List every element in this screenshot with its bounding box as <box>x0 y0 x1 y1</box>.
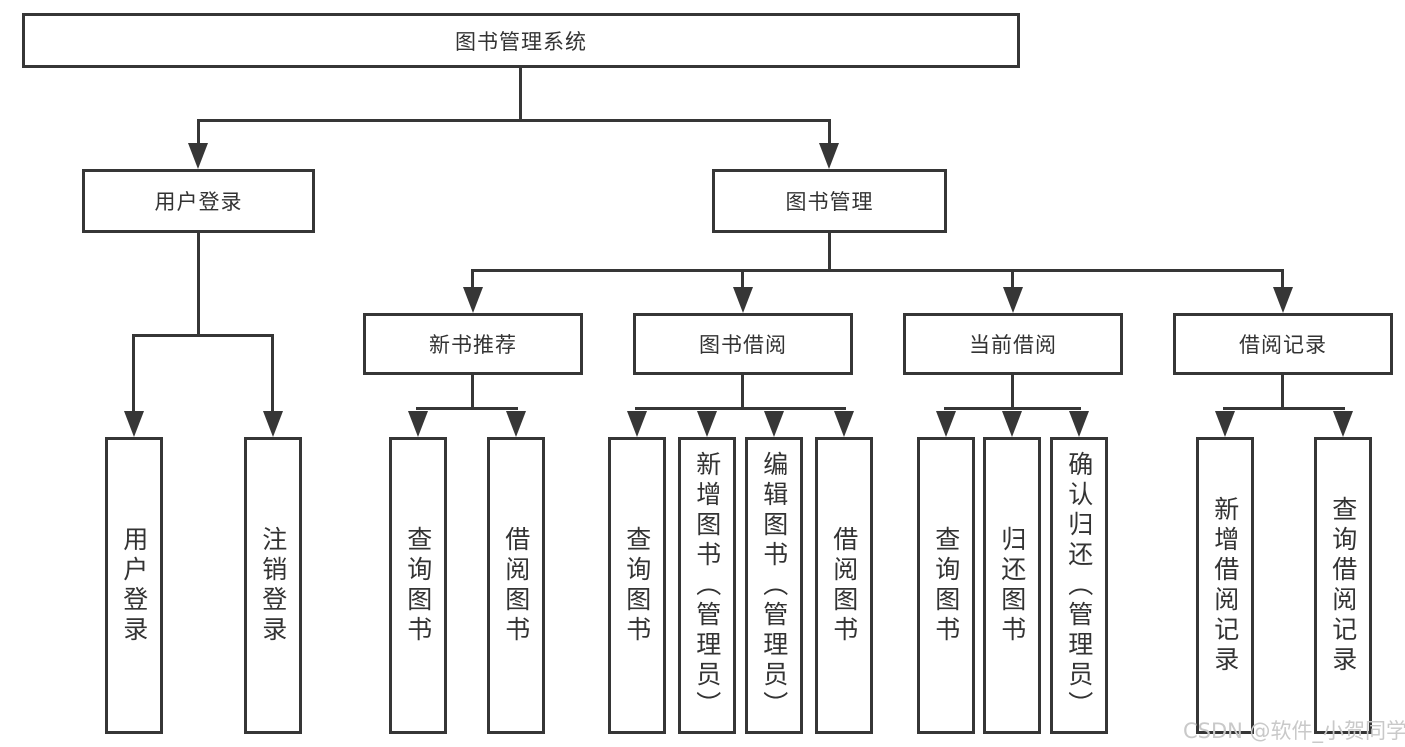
arrowhead-leaf-query-books-2 <box>627 411 647 437</box>
leaf-add-borrow-record-label: 新增借阅记录 <box>1210 495 1240 676</box>
connector-current-borrowing-horizontal <box>944 407 1081 410</box>
arrowhead-leaf-user-login <box>124 411 144 437</box>
arrowhead-book-management <box>819 143 839 169</box>
leaf-add-book-admin-label: 新增图书（管理员） <box>692 450 722 721</box>
arrowhead-user-login <box>188 143 208 169</box>
connector-drop-leaf-user-login <box>132 337 135 412</box>
node-current-borrowing: 当前借阅 <box>903 313 1123 375</box>
leaf-user-login: 用户登录 <box>105 437 163 734</box>
leaf-query-borrow-record-label: 查询借阅记录 <box>1328 495 1358 676</box>
leaf-logout-label: 注销登录 <box>258 525 288 646</box>
node-book-management: 图书管理 <box>712 169 947 233</box>
leaf-borrow-books-borrowing-label: 借阅图书 <box>829 525 859 646</box>
arrowhead-leaf-query-borrow-record <box>1333 411 1353 437</box>
connector-borrowing-records-horizontal <box>1223 407 1345 410</box>
arrowhead-new-book-recommend <box>463 287 483 313</box>
connector-drop-book-borrowing <box>741 272 744 290</box>
leaf-add-borrow-record: 新增借阅记录 <box>1196 437 1254 734</box>
connector-new-book-recommend-horizontal <box>416 407 518 410</box>
arrowhead-leaf-add-borrow-record <box>1215 411 1235 437</box>
leaf-query-books-borrowing: 查询图书 <box>608 437 666 734</box>
connector-borrowing-records-vertical <box>1281 375 1284 409</box>
leaf-edit-book-admin: 编辑图书（管理员） <box>745 437 803 734</box>
arrowhead-current-borrowing <box>1003 287 1023 313</box>
leaf-edit-book-admin-label: 编辑图书（管理员） <box>759 450 789 721</box>
connector-drop-leaf-logout <box>271 337 274 412</box>
arrowhead-leaf-logout <box>263 411 283 437</box>
arrowhead-leaf-edit-book-admin <box>764 411 784 437</box>
connector-book-borrowing-vertical <box>741 375 744 409</box>
node-library-management-system-label: 图书管理系统 <box>455 29 587 54</box>
csdn-watermark: CSDN @软件_小贺同学 <box>1183 719 1405 743</box>
connector-new-book-recommend-vertical <box>471 375 474 409</box>
node-user-login-label: 用户登录 <box>154 190 243 214</box>
connector-book-management-vertical <box>828 233 831 271</box>
node-new-book-recommend-label: 新书推荐 <box>429 333 517 357</box>
connector-drop-current-borrowing <box>1011 272 1014 290</box>
node-borrowing-records: 借阅记录 <box>1173 313 1393 375</box>
arrowhead-leaf-return-books <box>1002 411 1022 437</box>
leaf-return-books: 归还图书 <box>983 437 1041 734</box>
arrowhead-leaf-query-books-3 <box>936 411 956 437</box>
leaf-query-books-current-label: 查询图书 <box>931 525 961 646</box>
leaf-confirm-return-admin-label: 确认归还（管理员） <box>1064 450 1094 721</box>
node-book-borrowing: 图书借阅 <box>633 313 853 375</box>
leaf-query-books-current: 查询图书 <box>917 437 975 734</box>
leaf-logout: 注销登录 <box>244 437 302 734</box>
connector-drop-book-management <box>828 122 831 144</box>
leaf-borrow-books-borrowing: 借阅图书 <box>815 437 873 734</box>
connector-root-horizontal <box>197 119 831 122</box>
leaf-query-books-borrowing-label: 查询图书 <box>622 525 652 646</box>
leaf-add-book-admin: 新增图书（管理员） <box>678 437 736 734</box>
leaf-return-books-label: 归还图书 <box>997 525 1027 646</box>
node-current-borrowing-label: 当前借阅 <box>969 333 1057 357</box>
arrowhead-book-borrowing <box>733 287 753 313</box>
node-user-login: 用户登录 <box>82 169 315 233</box>
arrowhead-leaf-borrow-books-2 <box>834 411 854 437</box>
leaf-borrow-books-recommend-label: 借阅图书 <box>501 525 531 646</box>
arrowhead-borrowing-records <box>1273 287 1293 313</box>
connector-book-management-horizontal <box>471 269 1284 272</box>
connector-user-login-horizontal <box>132 334 274 337</box>
connector-root-vertical <box>519 68 522 122</box>
arrowhead-leaf-borrow-books-1 <box>506 411 526 437</box>
leaf-query-borrow-record: 查询借阅记录 <box>1314 437 1372 734</box>
node-library-management-system: 图书管理系统 <box>22 13 1020 68</box>
connector-book-borrowing-horizontal <box>635 407 846 410</box>
node-borrowing-records-label: 借阅记录 <box>1239 333 1327 357</box>
connector-drop-user-login <box>197 122 200 144</box>
connector-drop-borrowing-records <box>1281 272 1284 290</box>
arrowhead-leaf-query-books-1 <box>408 411 428 437</box>
connector-current-borrowing-vertical <box>1011 375 1014 409</box>
leaf-borrow-books-recommend: 借阅图书 <box>487 437 545 734</box>
leaf-user-login-label: 用户登录 <box>119 525 149 646</box>
leaf-confirm-return-admin: 确认归还（管理员） <box>1050 437 1108 734</box>
arrowhead-leaf-add-book-admin <box>697 411 717 437</box>
connector-drop-new-book-recommend <box>471 272 474 290</box>
arrowhead-leaf-confirm-return-admin <box>1069 411 1089 437</box>
leaf-query-books-recommend-label: 查询图书 <box>403 525 433 646</box>
connector-user-login-vertical <box>197 233 200 336</box>
node-book-borrowing-label: 图书借阅 <box>699 333 787 357</box>
leaf-query-books-recommend: 查询图书 <box>389 437 447 734</box>
node-new-book-recommend: 新书推荐 <box>363 313 583 375</box>
node-book-management-label: 图书管理 <box>785 190 874 214</box>
